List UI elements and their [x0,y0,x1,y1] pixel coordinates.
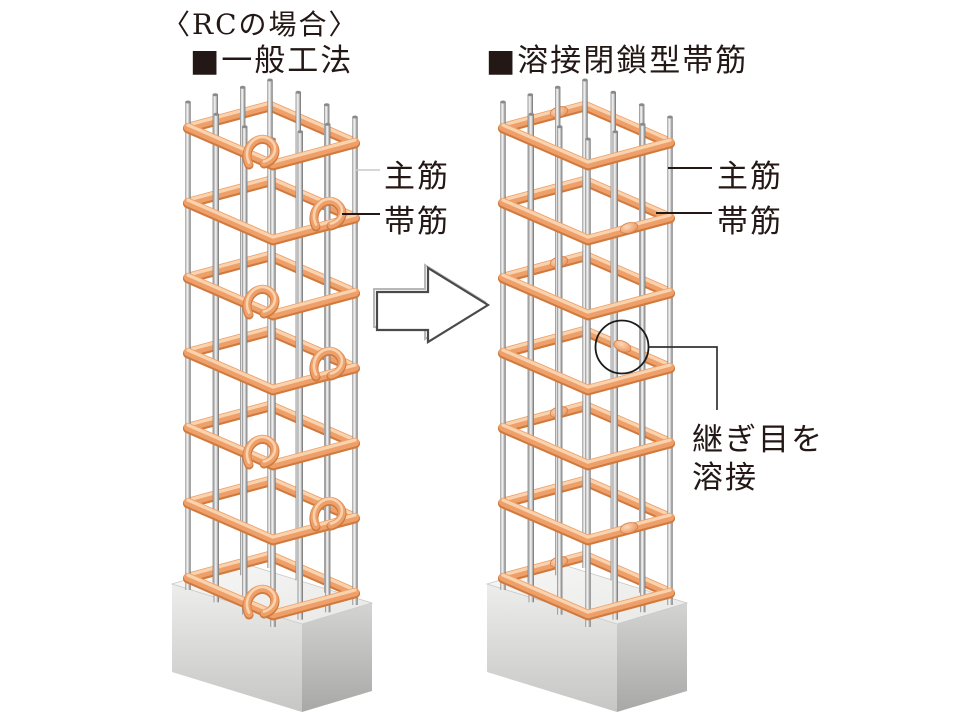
main-bar-tip [267,78,273,82]
weld-bump [619,522,639,534]
main-bar-tip [239,85,246,89]
main-bar-tip [297,130,304,134]
method-heading-left: ■一般工法 [190,43,354,79]
main-bar [557,126,563,615]
label-right-hoop: 帯筋 [717,204,783,240]
main-bar-tip [585,137,591,141]
hoop-front [501,573,672,614]
hoop-front [186,498,357,539]
main-bar [213,114,219,603]
main-bar-tip [528,112,535,116]
main-bar-tip [212,93,219,97]
hoop-front [501,498,672,539]
hoop-front [501,198,672,239]
weld-annotation-line1: 継ぎ目を [692,422,824,458]
main-bar-tip [500,100,506,104]
hoop-front [186,348,357,389]
main-bar-tip [612,130,619,134]
hoop-front [498,122,675,169]
main-bar [582,80,588,568]
main-bar-tip [582,78,588,82]
foundation-right-face [617,603,687,712]
right-column-figure [485,78,689,712]
main-bar [585,139,591,627]
hoop-front [498,197,675,244]
hoop-hook [312,197,344,226]
main-bar-tip [185,100,191,104]
main-bar [352,117,358,605]
hoop-front [501,123,672,164]
weld-bump [613,339,632,353]
main-bar [667,117,673,605]
main-bar-tip [324,122,331,126]
label-left-main-bar: 主筋 [384,159,450,195]
main-bar [242,126,248,615]
main-bar [297,131,303,620]
main-bar-tip [556,125,563,129]
hoop-front [498,497,675,544]
main-bar-tip [639,122,646,126]
main-bar [270,139,276,627]
hoop-front [501,423,672,464]
hoop-front [498,347,675,394]
left-column-figure [170,78,374,712]
leader-lines [342,167,718,410]
right-arrow-icon [375,266,491,344]
hoop-hook [245,585,277,614]
foundation-right-face [302,603,372,712]
hoop-front [186,198,357,239]
main-bar-tip [610,90,617,94]
main-bar [528,114,534,603]
weld-spot-circle [594,319,650,375]
hoop-hook [245,285,277,314]
hoop-hook [245,135,277,164]
hoop-hook [312,497,344,526]
leader-weld-annotation [649,346,718,410]
main-bar-tip [295,90,302,94]
main-bar [267,80,273,568]
weld-bump [619,222,639,234]
label-left-hoop: 帯筋 [384,204,450,240]
hoop-hook [312,347,344,376]
main-bar-tip [667,115,673,119]
hoop-front [501,273,672,314]
main-bar-tip [527,93,534,97]
main-bar [185,102,191,590]
hoop-front [501,348,672,389]
transform-arrow-icon [373,263,491,344]
hoop-front [498,422,675,469]
hoop-front [498,572,675,619]
main-bar [500,102,506,590]
main-bar-tip [241,125,248,129]
weld-annotation-line2: 溶接 [692,460,758,496]
main-bar-tip [323,103,330,107]
weld-annotation: 継ぎ目を 溶接 [692,421,824,497]
method-heading-right: ■溶接閉鎖型帯筋 [486,43,749,79]
hoop-hook [245,435,277,464]
main-bar-tip [352,115,358,119]
main-bar [612,131,618,620]
main-bar [640,124,646,613]
main-bar [325,124,331,613]
main-bar-tip [213,112,220,116]
main-bar-tip [554,85,561,89]
case-label: 〈RCの場合〉 [162,8,359,41]
hoop-front [498,272,675,319]
main-bar-tip [638,103,645,107]
label-right-main-bar: 主筋 [717,159,783,195]
